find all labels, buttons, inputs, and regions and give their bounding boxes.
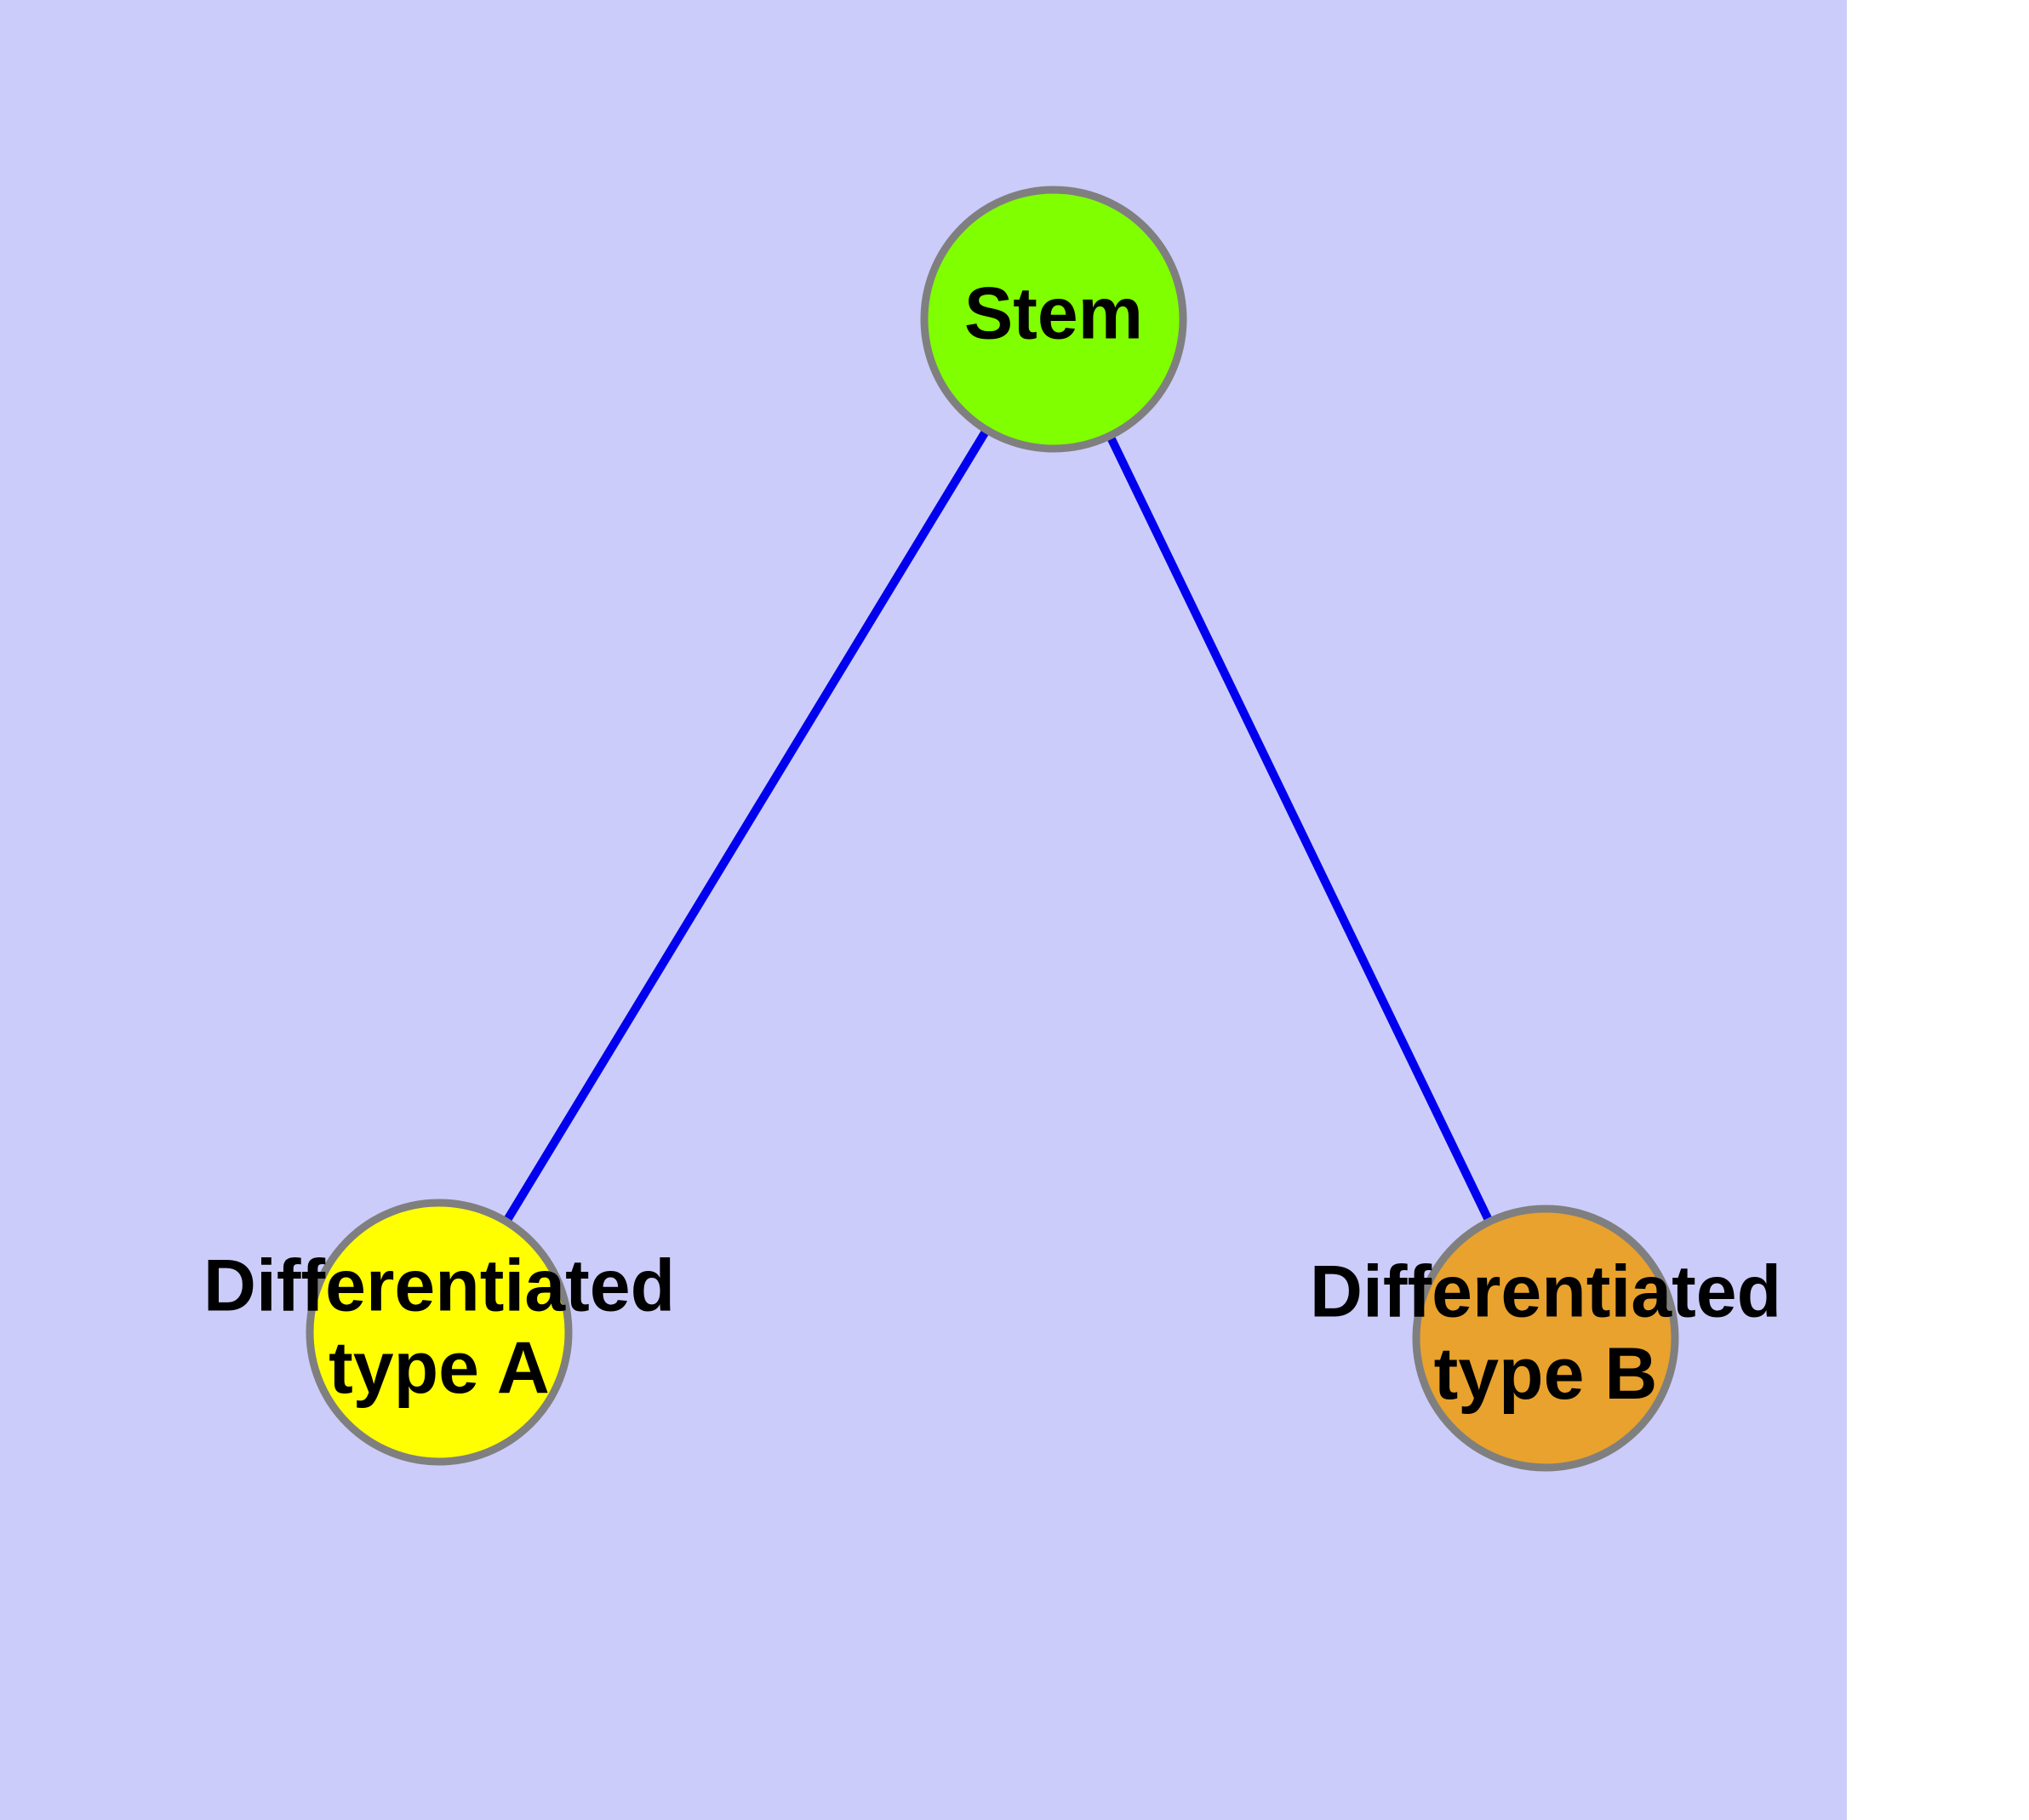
node-differentiated-type-a[interactable] [306,1199,573,1466]
stem-node-label: Stem [964,273,1143,355]
type-a-node-label-line1: Differentiated [203,1245,675,1327]
label-layer: Differentiated type A Differentiated typ… [203,1245,1781,1415]
stem-node-circle[interactable] [920,186,1187,453]
type-a-node-label-line2: type A [329,1327,550,1409]
node-differentiated-type-b[interactable] [1412,1205,1679,1472]
edge-layer [435,317,1550,1341]
type-a-node-circle[interactable] [306,1199,573,1466]
type-b-node-label-line1: Differentiated [1310,1251,1781,1333]
node-layer: Stem Differentiated type A Differentiate… [203,186,1781,1472]
type-b-node-label-line2: type B [1434,1333,1658,1415]
type-b-node-circle[interactable] [1412,1205,1679,1472]
edge-stem-to-type-a[interactable] [435,317,1058,1335]
node-stem[interactable]: Stem [920,186,1187,453]
diagram-background [0,0,1847,1820]
edge-stem-to-type-b[interactable] [1049,317,1550,1341]
